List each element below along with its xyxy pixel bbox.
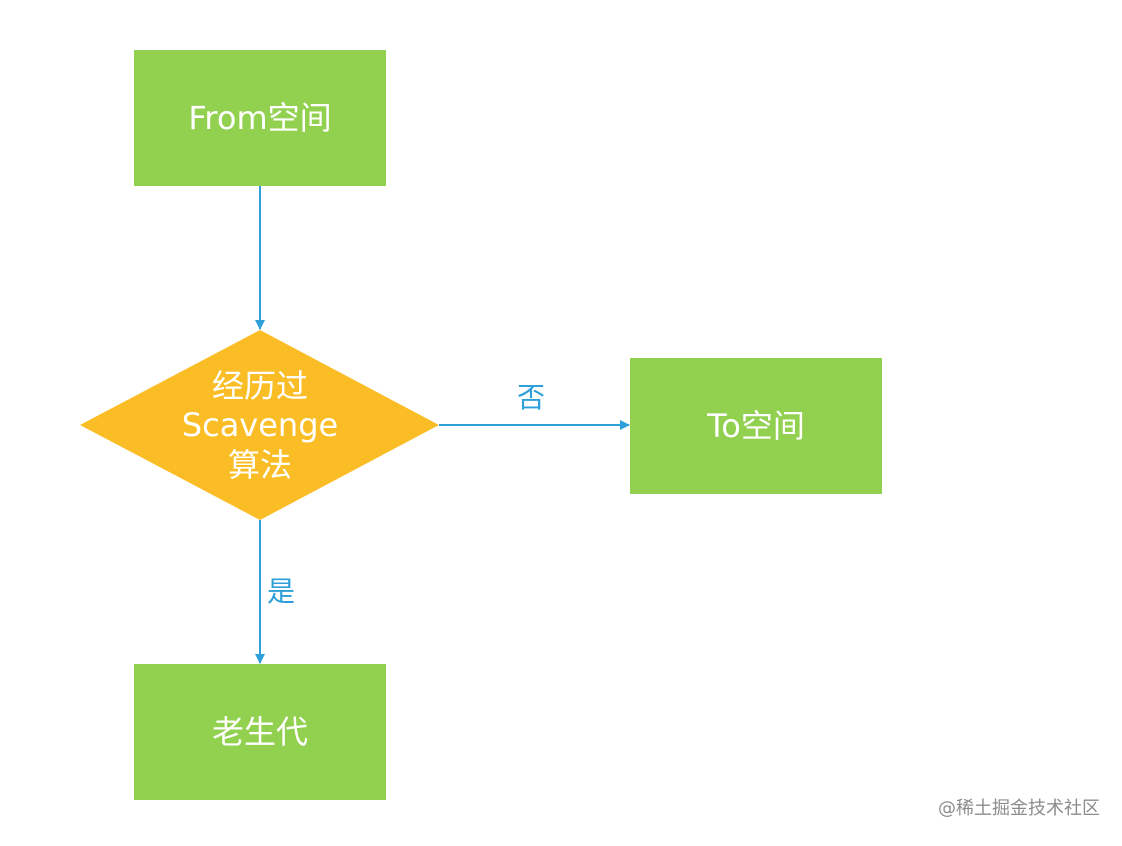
old-generation-label: 老生代 [211, 712, 308, 751]
decision-label-line-3: 算法 [227, 445, 292, 484]
decision-label: 经历过 Scavenge 算法 [140, 360, 380, 492]
old-generation-node: 老生代 [134, 664, 386, 800]
edge-label-yes: 是 [267, 575, 296, 608]
watermark-text: @稀土掘金技术社区 [938, 798, 1100, 819]
decision-diamond [80, 330, 439, 520]
decision-label-line-2: Scavenge [181, 406, 339, 445]
from-space-label: From空间 [188, 98, 332, 137]
decision-label-line-1: 经历过 [211, 367, 308, 406]
to-space-node: To空间 [630, 358, 882, 494]
from-space-node: From空间 [134, 50, 386, 186]
to-space-label: To空间 [707, 406, 805, 445]
edge-label-no: 否 [517, 381, 546, 414]
